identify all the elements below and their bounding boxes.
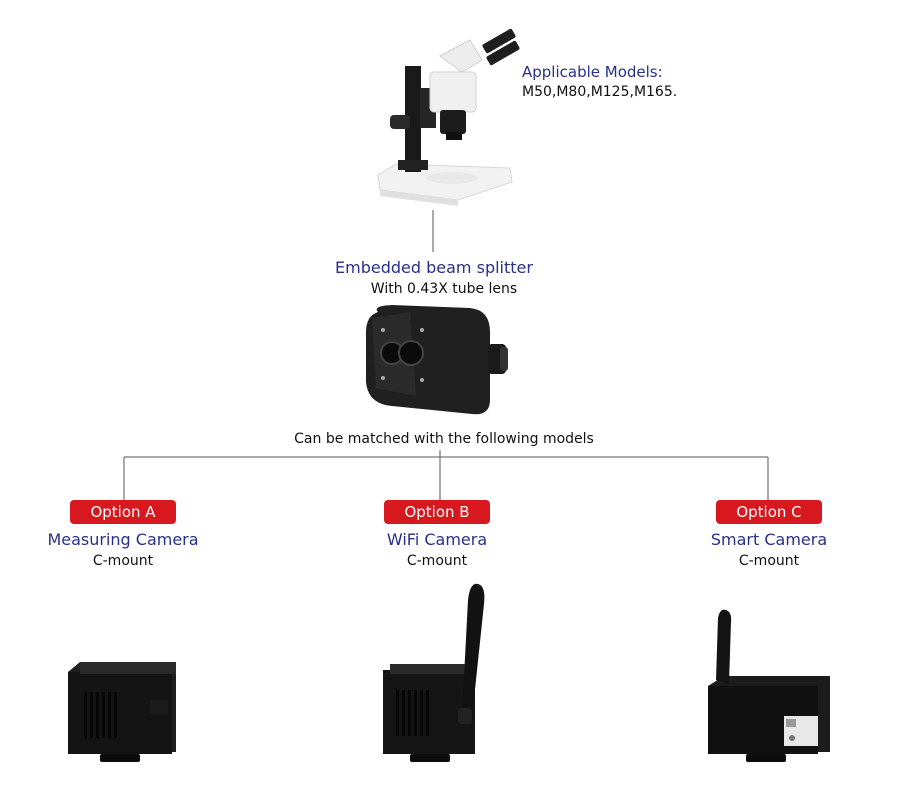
option-b-title: WiFi Camera [386,530,488,549]
option-b-mount: C-mount [406,553,468,569]
smart-camera-image [708,609,830,762]
option-a-mount: C-mount [92,553,154,569]
beam-splitter-image [366,305,508,415]
match-caption: Can be matched with the following models [294,431,594,447]
option-c-mount: C-mount [738,553,800,569]
beam-splitter-subtitle: With 0.43X tube lens [370,281,518,297]
measuring-camera-image [68,662,176,762]
applicable-models-list: M50,M80,M125,M165. [522,84,678,100]
option-c-badge: Option C [716,500,822,524]
option-c-title: Smart Camera [710,530,828,549]
applicable-models-label: Applicable Models: [522,63,663,81]
stereo-microscope-image [377,28,520,206]
option-a-badge: Option A [70,500,176,524]
wifi-camera-image [383,583,485,762]
beam-splitter-title: Embedded beam splitter [335,258,533,277]
option-a-title: Measuring Camera [47,530,199,549]
option-b-badge: Option B [384,500,490,524]
